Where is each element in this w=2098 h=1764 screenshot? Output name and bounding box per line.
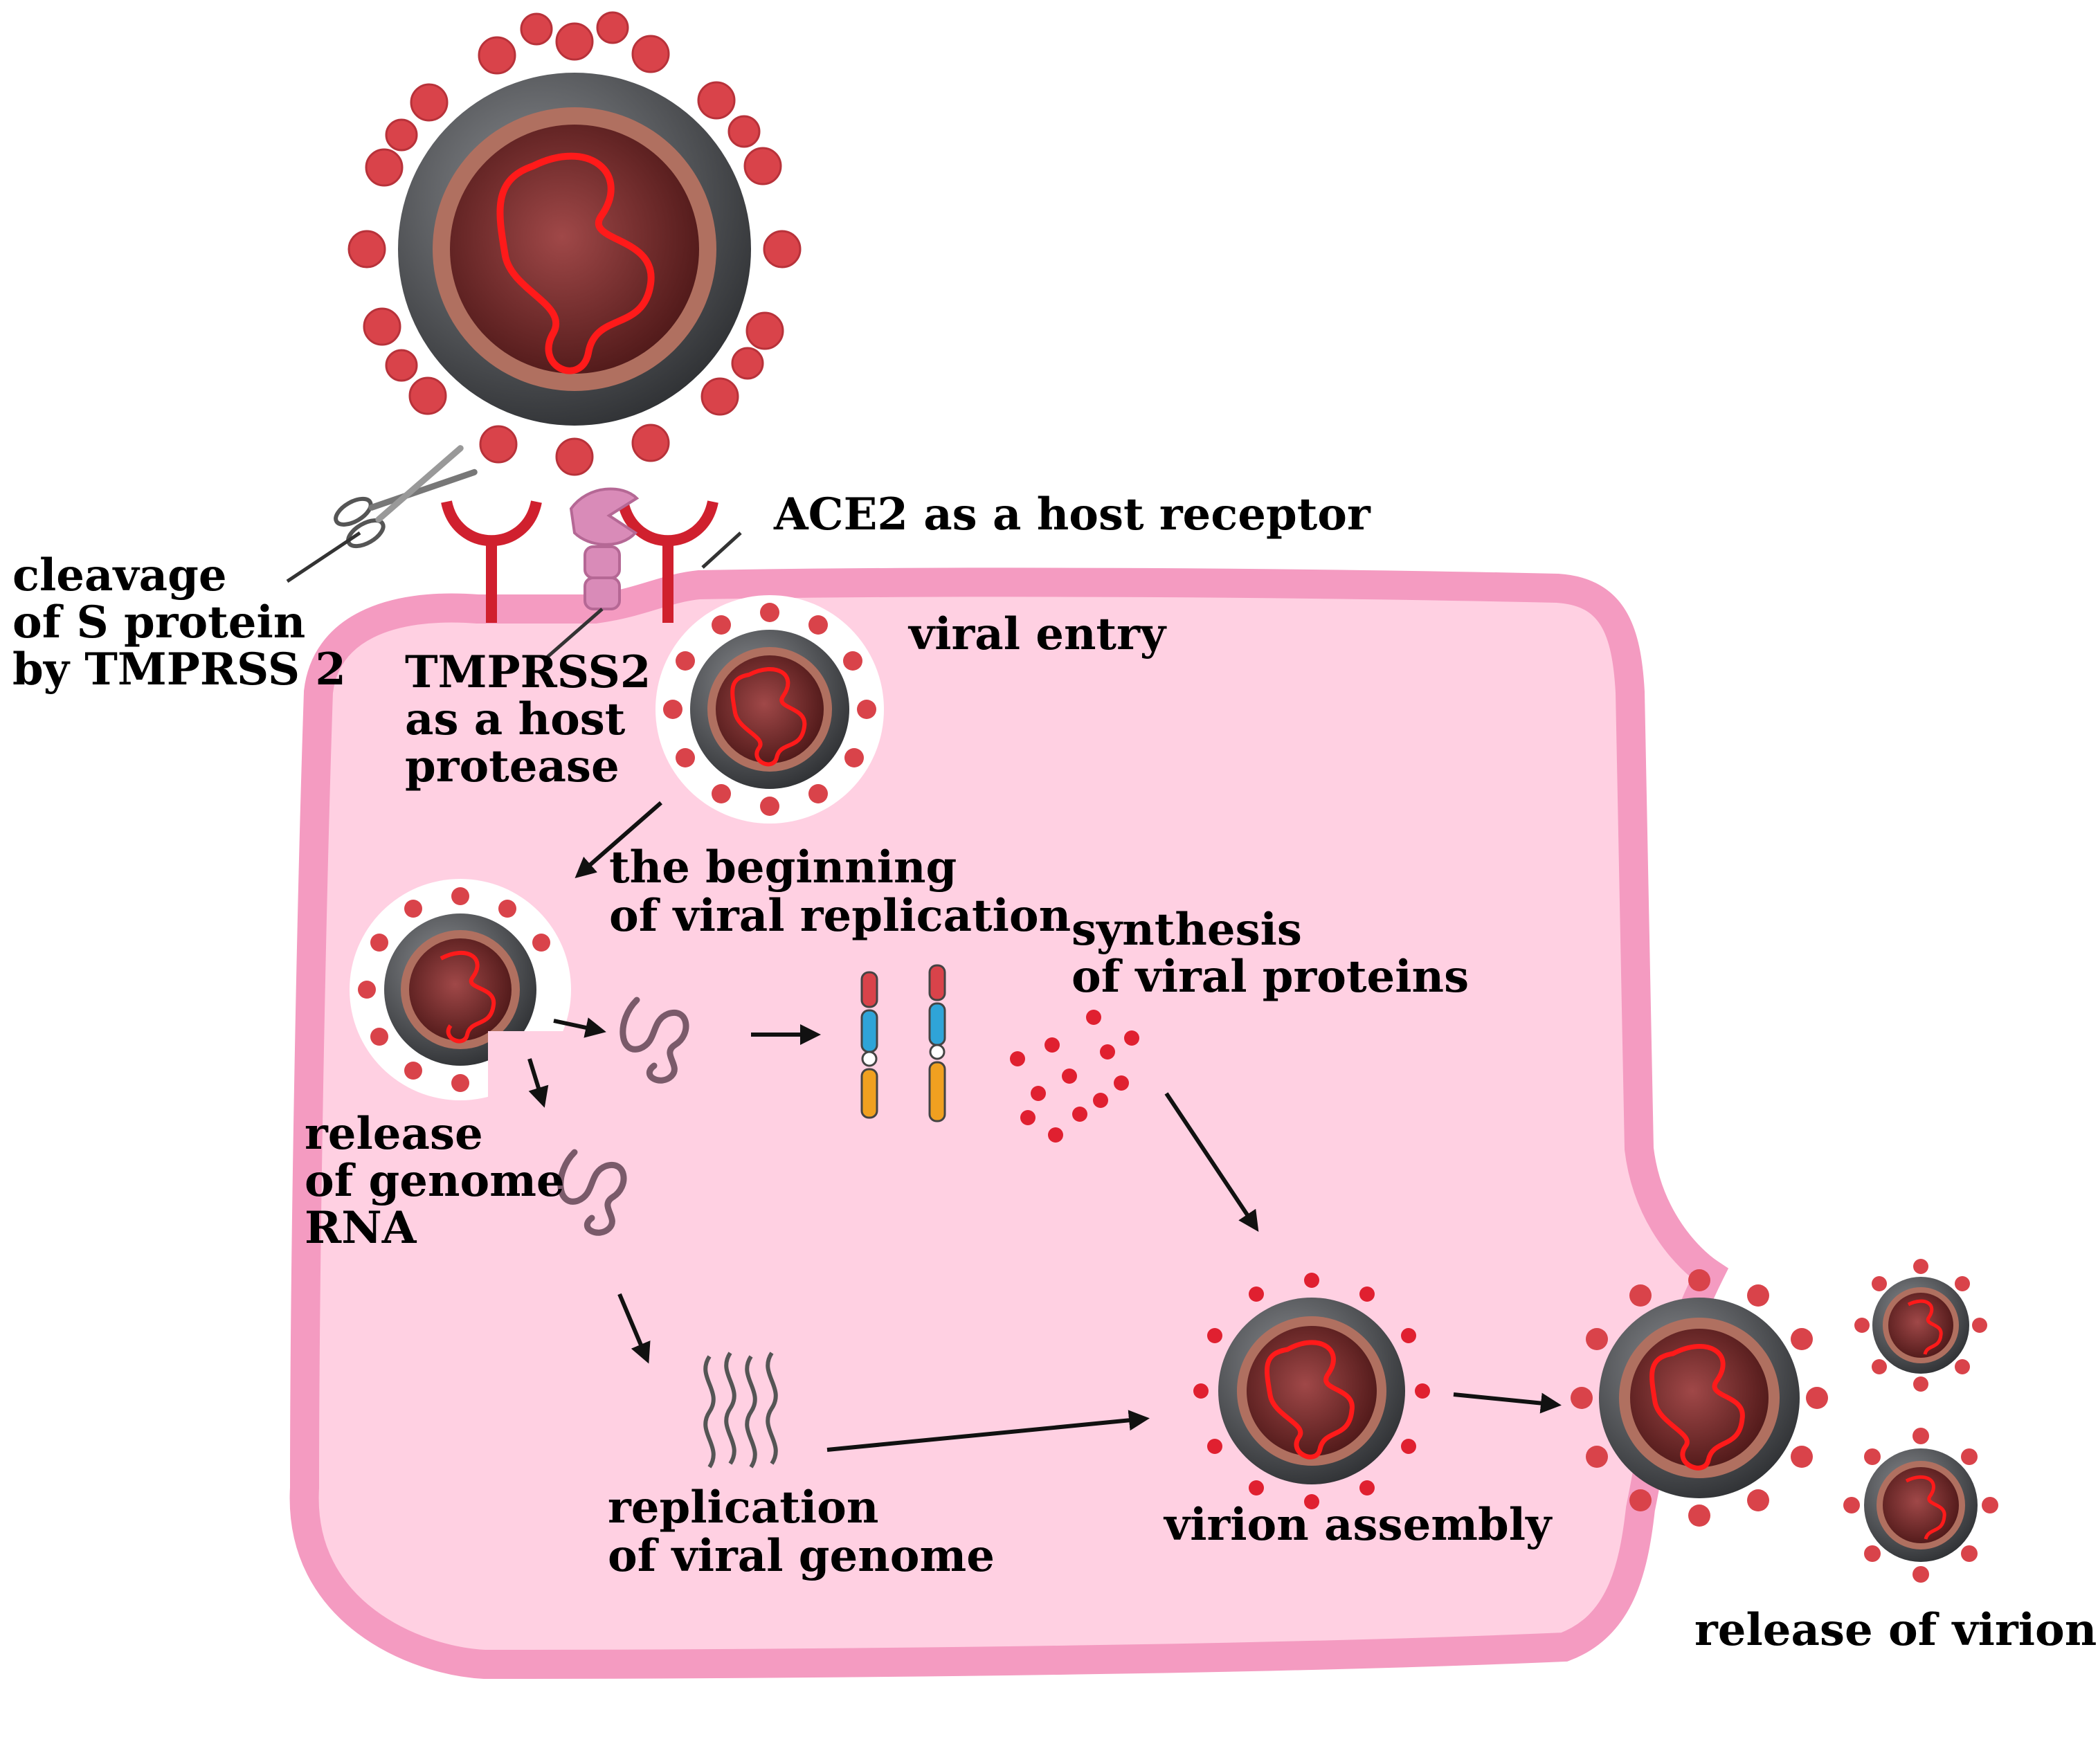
free-virion-icon — [347, 11, 802, 476]
tmprss2-protease-icon — [569, 487, 640, 610]
ace2-pointer-line — [701, 531, 742, 569]
label-text: replication — [608, 1482, 878, 1534]
virion-assembly-label: virion assembly — [1163, 1499, 1553, 1551]
assembly-virion-icon — [1193, 1273, 1430, 1509]
released-virion-icon — [1854, 1259, 1987, 1392]
replicating-genome-icon — [703, 1352, 778, 1469]
label-text: of viral proteins — [1071, 951, 1469, 1003]
label-text: by TMPRSS 2 — [12, 644, 346, 695]
label-text: of S protein — [12, 597, 305, 648]
budding-virion-icon — [1571, 1269, 1828, 1527]
label-text: of viral genome — [608, 1530, 995, 1582]
released-virion-icon — [1843, 1428, 1998, 1583]
process-arrows — [527, 801, 1562, 1452]
spike-ring — [347, 11, 802, 476]
label-text: of genome — [305, 1155, 565, 1207]
label-text: the beginning — [609, 842, 957, 893]
label-text: TMPRSS2 — [405, 646, 651, 698]
label-text: release — [305, 1108, 483, 1160]
release-virions-label: release of virions — [1694, 1604, 2098, 1656]
release-genome-label: release of genome RNA — [305, 1108, 565, 1254]
entry-virion-icon — [655, 595, 884, 824]
uncoating-virion-icon — [350, 879, 571, 1100]
gene-segment-icon — [860, 964, 946, 1122]
label-text: synthesis — [1071, 904, 1302, 956]
label-text: cleavage — [12, 549, 227, 601]
label-text: RNA — [305, 1202, 417, 1254]
beginning-label: the beginning of viral replication — [609, 842, 1071, 942]
synthesis-label: synthesis of viral proteins — [1071, 904, 1469, 1003]
label-text: of viral replication — [609, 890, 1071, 942]
cleavage-label: cleavage of S protein by TMPRSS 2 — [12, 549, 346, 695]
tmprss2-pointer-line — [545, 608, 604, 659]
viral-protein-icon — [1010, 1010, 1139, 1143]
ace2-receptor-icon — [441, 500, 718, 623]
scissors-icon — [334, 445, 478, 549]
label-text: protease — [405, 740, 620, 792]
scissors-pointer-line — [286, 531, 361, 583]
replication-label: replication of viral genome — [608, 1482, 995, 1582]
label-text: as a host — [405, 693, 626, 745]
viral-entry-label: viral entry — [907, 608, 1167, 660]
tmprss2-label: TMPRSS2 as a host protease — [405, 646, 651, 792]
ace2-label: ACE2 as a host receptor — [773, 489, 1371, 540]
